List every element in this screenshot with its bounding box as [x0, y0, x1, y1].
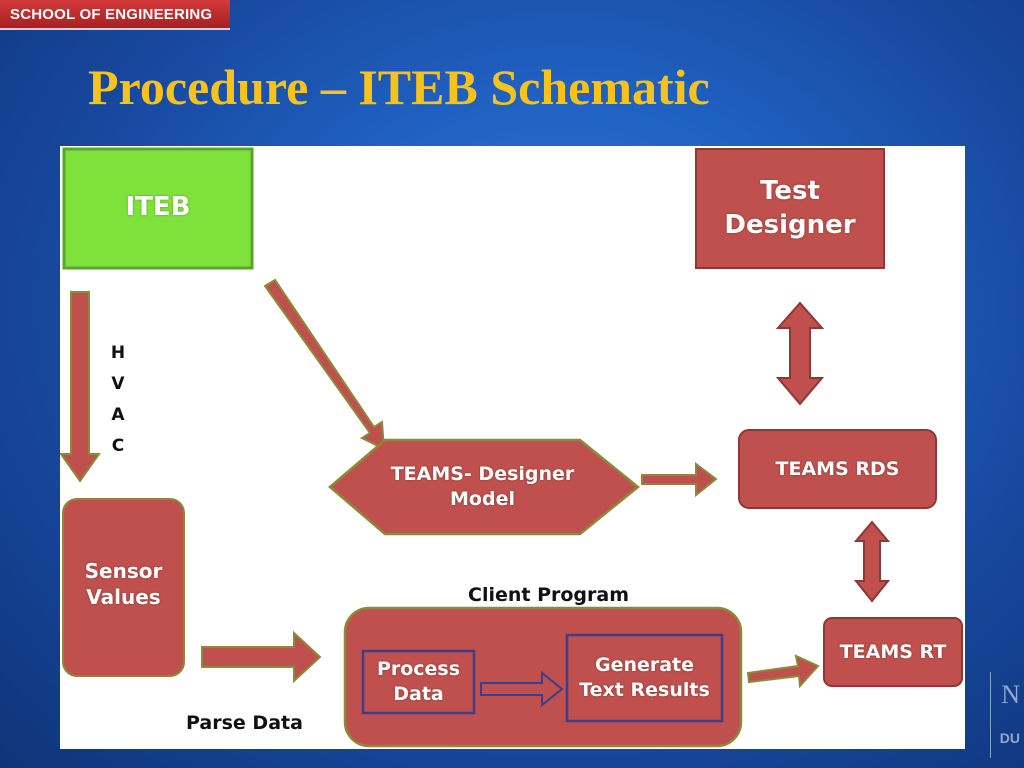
parse-data-label: Parse Data: [186, 712, 303, 734]
teams-rt-text: TEAMS RT: [839, 640, 947, 663]
generate-line1: Generate: [594, 654, 695, 677]
arrow-sensor-to-client: [201, 630, 322, 684]
arrow-process-to-generate: [480, 670, 564, 708]
sensor-values-box: [62, 498, 185, 677]
logo-fragment-n: N: [1001, 680, 1020, 709]
generate-results-box: [565, 633, 724, 723]
teams-rds-label: TEAMS RDS: [739, 430, 936, 508]
arrow-iteb-to-designer: [263, 278, 386, 451]
arrow-designer-rds-double: [775, 301, 825, 406]
schematic-shapes: [60, 147, 963, 748]
process-data-label: Process Data: [363, 651, 474, 713]
hvac-letter-a: A: [111, 405, 125, 425]
hvac-letter-v: V: [111, 374, 125, 394]
logo-divider: [990, 672, 991, 758]
iteb-text: ITEB: [125, 192, 191, 222]
sensor-line2: Values: [86, 584, 161, 609]
slide-title: Procedure – ITEB Schematic: [88, 59, 710, 115]
arrow-iteb-to-sensor: [60, 291, 101, 483]
generate-results-label: Generate Text Results: [567, 635, 722, 721]
test-designer-line1: Test: [760, 175, 820, 206]
sensor-values-label: Sensor Values: [63, 499, 184, 676]
iteb-label: ITEB: [64, 149, 252, 268]
sensor-line1: Sensor: [84, 558, 163, 583]
test-designer-label: Test Designer: [696, 149, 884, 268]
test-designer-box: [695, 148, 885, 269]
arrow-rds-rt-double: [853, 520, 891, 603]
arrow-designer-to-rds: [641, 462, 718, 498]
generate-line2: Text Results: [579, 679, 710, 701]
process-data-box: [361, 649, 476, 715]
teams-designer-label: TEAMS- Designer Model: [360, 440, 605, 534]
teams-designer-line2: Model: [450, 488, 515, 510]
schematic-canvas: ITEB Test Designer TEAMS- Designer Model…: [60, 146, 965, 749]
teams-rds-box: [738, 429, 937, 509]
test-designer-line2: Designer: [724, 209, 856, 240]
client-program-label: Client Program: [468, 584, 630, 606]
process-line2: Data: [393, 683, 444, 705]
hvac-letter-c: C: [111, 436, 125, 456]
hvac-label: H V A C: [108, 338, 128, 462]
iteb-box: [62, 147, 254, 270]
teams-rds-text: TEAMS RDS: [775, 457, 900, 480]
teams-rt-box: [823, 617, 963, 687]
school-of-engineering-banner: SCHOOL OF ENGINEERING: [0, 0, 230, 30]
process-line1: Process: [376, 658, 461, 681]
arrow-client-to-rt: [746, 654, 820, 689]
teams-rt-label: TEAMS RT: [824, 618, 962, 686]
logo-fragment-du: DU: [999, 730, 1020, 746]
teams-designer-line1: TEAMS- Designer: [390, 463, 575, 486]
teams-designer-hexagon: [328, 438, 640, 536]
hvac-letter-h: H: [110, 343, 126, 363]
school-label: SCHOOL OF ENGINEERING: [10, 6, 213, 23]
